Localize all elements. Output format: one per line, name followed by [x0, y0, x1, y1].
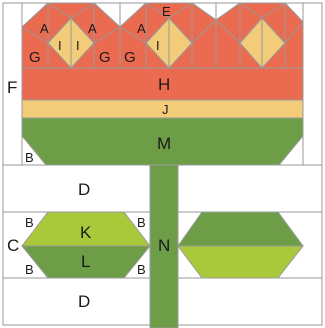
label-b-leaf-tl: B	[25, 215, 34, 230]
label-b-leaf-tr: B	[137, 215, 146, 230]
label-m: M	[157, 134, 171, 153]
label-g-3: G	[124, 49, 136, 66]
label-d-bottom: D	[78, 292, 90, 311]
label-b-leaf-bl: B	[25, 262, 34, 277]
label-b-leaf-br: B	[137, 262, 146, 277]
label-i-3: I	[156, 38, 160, 53]
sashing-top-right	[303, 3, 322, 165]
label-n: N	[158, 236, 170, 255]
label-a-2: A	[88, 21, 97, 36]
label-i-1: I	[58, 38, 62, 53]
label-a-1: A	[40, 21, 49, 36]
label-k: K	[80, 223, 92, 242]
label-i-2: I	[76, 38, 80, 53]
label-g-2: G	[99, 49, 111, 66]
label-d-top: D	[78, 180, 90, 199]
label-f: F	[7, 78, 17, 97]
label-h: H	[158, 75, 170, 94]
label-l: L	[81, 252, 90, 271]
label-j: J	[162, 102, 169, 117]
label-a-3: A	[137, 21, 146, 36]
label-b-flower: B	[25, 150, 34, 165]
label-c: C	[7, 236, 19, 255]
label-e: E	[162, 4, 171, 19]
label-g-1: G	[29, 49, 41, 66]
